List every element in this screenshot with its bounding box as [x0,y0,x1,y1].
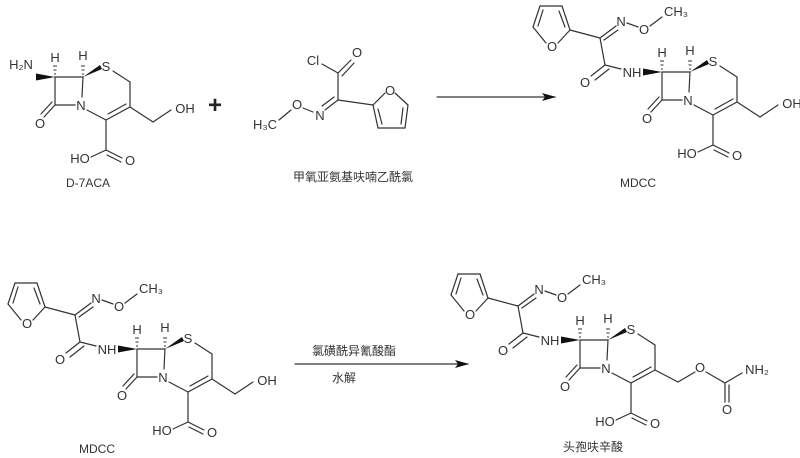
plus-sign: + [208,92,222,119]
hydrolysis-label: 水解 [332,371,356,385]
svg-text:N: N [315,108,324,123]
methyl-label: CH₃ [664,4,688,19]
svg-text:NH₂: NH₂ [745,362,769,377]
d-7aca-label: D-7ACA [66,176,110,190]
acyl-chloride-structure: Cl O N O H₃C O [253,45,409,132]
svg-text:O: O [722,402,732,417]
mdcc-label-reactant: MDCC [79,442,115,456]
methyl-label: CH₃ [139,281,163,296]
cefuroxime-acid-structure: CH₃ O NH₂ O [450,272,769,432]
svg-text:Cl: Cl [307,53,319,68]
amine-label: H₂N [9,57,33,72]
svg-text:O: O [352,45,362,60]
methyl-label: CH₃ [582,272,606,287]
cefuroxime-acid-label: 头孢呋辛酸 [563,439,623,454]
d-7aca-structure: H₂N [9,47,196,169]
svg-text:O: O [695,360,705,375]
svg-text:O: O [385,83,395,98]
svg-text:H₃C: H₃C [253,117,277,132]
acyl-chloride-label: 甲氧亚氨基呋喃乙酰氯 [293,169,413,184]
mdcc-label-product: MDCC [620,176,656,190]
mdcc-structure-reactant: CH₃ [7,281,278,441]
svg-text:O: O [292,97,302,112]
reagent-label: 氯磺酰异氰酸酯 [312,343,396,358]
mdcc-structure-product: CH₃ [532,4,800,164]
